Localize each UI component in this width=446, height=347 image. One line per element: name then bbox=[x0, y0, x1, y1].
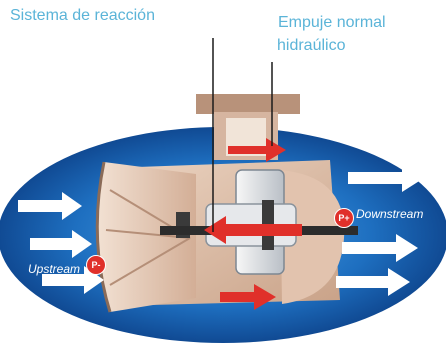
upstream-flow-arrow bbox=[30, 230, 92, 258]
outlet-housing bbox=[280, 170, 345, 304]
reaction-arrow bbox=[204, 216, 302, 244]
inlet-cone bbox=[97, 162, 196, 312]
pressure-low-badge: P- bbox=[86, 255, 106, 275]
inlet-rim bbox=[95, 161, 112, 313]
pressure-high-badge: P+ bbox=[334, 208, 354, 228]
upstream-label: Upstream bbox=[28, 262, 81, 276]
downstream-flow-arrow bbox=[342, 234, 418, 262]
downstream-flow-arrow bbox=[336, 268, 410, 296]
inlet-vane bbox=[109, 237, 191, 286]
thrust-arrow-bottom bbox=[220, 284, 276, 310]
upstream-flow-arrow bbox=[42, 266, 104, 294]
upstream-flow-arrow bbox=[18, 192, 82, 220]
normal-thrust-label: Empuje normal bbox=[278, 14, 386, 31]
hydraulic-label: hidraúlico bbox=[277, 37, 346, 54]
downstream-label: Downstream bbox=[356, 207, 424, 221]
reaction-system-label: Sistema de reacción bbox=[10, 7, 155, 24]
downstream-flow-arrow bbox=[348, 164, 424, 192]
bonnet-top bbox=[196, 94, 300, 114]
